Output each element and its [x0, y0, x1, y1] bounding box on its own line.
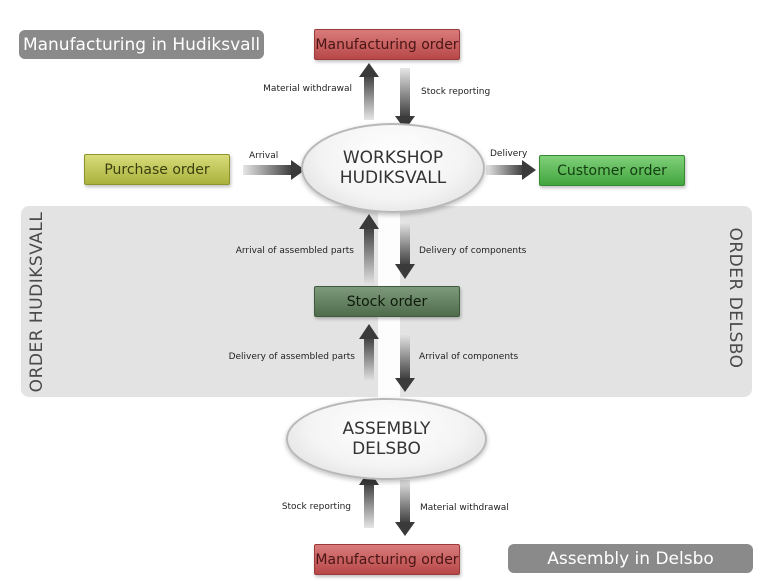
- arrow-arrival: [243, 165, 293, 175]
- manufacturing-order-top-box: Manufacturing order: [314, 29, 460, 60]
- assembly-site-header: Assembly in Delsbo: [508, 544, 753, 573]
- arrow-arrival-assembled-parts: [364, 226, 374, 286]
- purchase-order-box: Purchase order: [84, 154, 230, 185]
- arrow-delivery-components: [400, 222, 410, 266]
- arrow-material-withdrawal-top: [364, 74, 374, 120]
- arrow-material-withdrawal-bottom: [400, 480, 410, 524]
- assembly-delsbo-node: ASSEMBLY DELSBO: [286, 398, 487, 480]
- workshop-line-2: HUDIKSVALL: [339, 168, 447, 188]
- arrow-stock-reporting-top: [400, 68, 410, 118]
- label-arrival: Arrival: [249, 151, 279, 161]
- arrow-arrival-components: [400, 334, 410, 380]
- label-material-withdrawal-top: Material withdrawal: [263, 84, 352, 94]
- assembly-line-2: DELSBO: [352, 439, 421, 459]
- stock-order-box: Stock order: [314, 286, 460, 317]
- assembly-line-1: ASSEMBLY: [342, 418, 431, 439]
- manufacturing-order-bottom-box: Manufacturing order: [314, 544, 460, 575]
- label-delivery-of-components: Delivery of components: [419, 246, 527, 256]
- label-stock-reporting-top: Stock reporting: [421, 87, 491, 97]
- arrow-delivery-assembled-parts: [364, 336, 374, 382]
- label-stock-reporting-bottom: Stock reporting: [281, 502, 351, 512]
- label-delivery: Delivery: [490, 149, 528, 159]
- label-material-withdrawal-bottom: Material withdrawal: [420, 503, 509, 513]
- arrow-delivery: [486, 165, 524, 175]
- label-arrival-of-assembled-parts: Arrival of assembled parts: [235, 246, 354, 256]
- manufacturing-site-header: Manufacturing in Hudiksvall: [19, 30, 264, 59]
- label-arrival-of-components: Arrival of components: [419, 352, 519, 362]
- workshop-line-1: WORKSHOP: [342, 147, 444, 168]
- customer-order-box: Customer order: [539, 155, 685, 186]
- workshop-hudiksvall-node: WORKSHOP HUDIKSVALL: [301, 123, 485, 213]
- label-delivery-of-assembled-parts: Delivery of assembled parts: [228, 352, 355, 362]
- arrow-stock-reporting-bottom: [364, 482, 374, 528]
